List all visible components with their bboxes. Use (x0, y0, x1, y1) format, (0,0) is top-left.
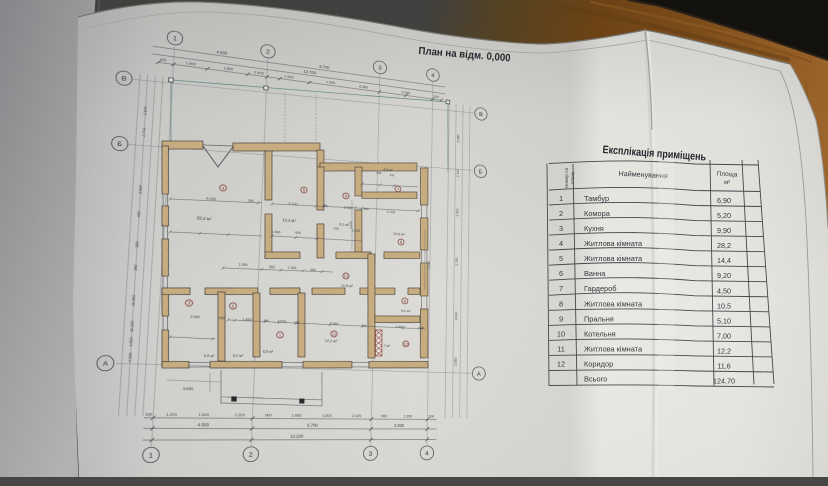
svg-text:6: 6 (559, 269, 563, 278)
svg-text:5: 5 (559, 254, 563, 263)
svg-text:2: 2 (559, 209, 563, 218)
svg-text:3: 3 (559, 224, 563, 233)
svg-text:12: 12 (557, 359, 565, 368)
svg-text:10,5: 10,5 (717, 301, 731, 310)
svg-text:Площа: Площа (717, 170, 739, 178)
svg-text:5,10: 5,10 (717, 316, 731, 325)
svg-text:Номер по: Номер по (564, 167, 569, 188)
svg-text:9,20: 9,20 (717, 271, 731, 280)
svg-text:6,90: 6,90 (717, 196, 731, 205)
svg-text:7: 7 (559, 284, 563, 293)
svg-text:Гардероб: Гардероб (584, 284, 617, 293)
svg-text:9,90: 9,90 (717, 226, 731, 235)
svg-text:124,70: 124,70 (713, 377, 735, 386)
svg-text:Комора: Комора (584, 209, 611, 218)
svg-text:12,2: 12,2 (717, 346, 731, 355)
svg-text:Тамбур: Тамбур (584, 194, 609, 203)
svg-text:11: 11 (557, 344, 565, 353)
svg-text:плану: плану (570, 171, 575, 184)
svg-text:Ванна: Ванна (584, 269, 606, 278)
svg-text:Кухня: Кухня (584, 224, 604, 233)
svg-text:8: 8 (559, 299, 563, 308)
svg-text:м²: м² (724, 180, 730, 186)
svg-text:10: 10 (557, 329, 565, 338)
svg-text:Житлова кімната: Житлова кімната (584, 239, 643, 248)
svg-text:28,2: 28,2 (717, 241, 731, 250)
svg-text:9: 9 (559, 314, 563, 323)
svg-text:7,00: 7,00 (717, 331, 731, 340)
svg-text:4: 4 (559, 239, 563, 248)
svg-text:Житлова кімната: Житлова кімната (584, 299, 643, 308)
svg-text:14,4: 14,4 (717, 256, 731, 265)
svg-text:11,6: 11,6 (717, 362, 730, 371)
svg-text:Житлова кімната: Житлова кімната (584, 254, 643, 263)
svg-text:Пральня: Пральня (584, 314, 614, 323)
svg-text:4,50: 4,50 (717, 286, 731, 295)
svg-text:Котельня: Котельня (584, 329, 616, 338)
svg-text:Всього: Всього (584, 375, 607, 384)
svg-text:5,20: 5,20 (717, 211, 731, 220)
svg-text:Коридор: Коридор (584, 359, 613, 368)
svg-text:1: 1 (559, 194, 563, 203)
svg-text:Житлова кімната: Житлова кімната (584, 344, 643, 353)
